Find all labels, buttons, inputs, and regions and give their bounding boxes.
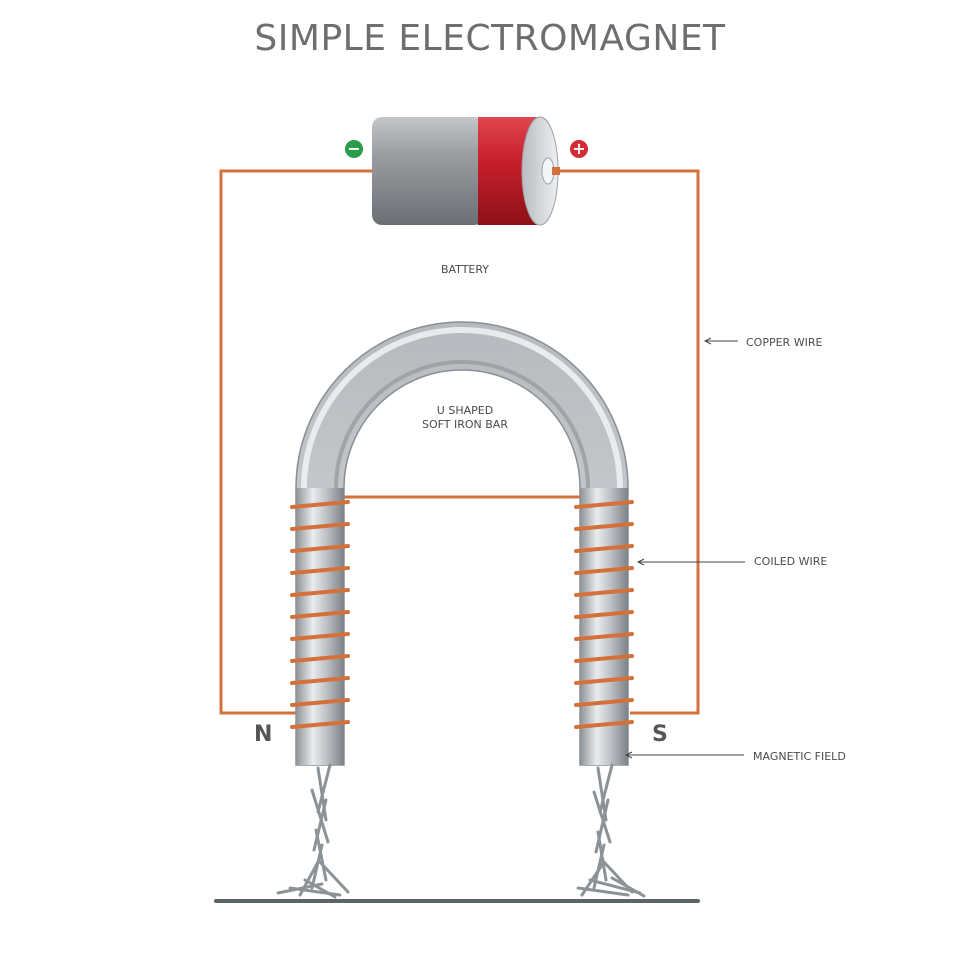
coiled-wire-right xyxy=(574,500,634,729)
battery xyxy=(372,116,560,226)
battery-label: BATTERY xyxy=(440,263,490,276)
copper-wire-left xyxy=(219,169,372,715)
magnetic-field-label: MAGNETIC FIELD xyxy=(753,750,846,763)
south-pole-label: S xyxy=(652,722,668,747)
iron-filings-right xyxy=(576,763,646,898)
copper-wire-right xyxy=(556,169,700,715)
pointer-arrows xyxy=(624,337,745,759)
positive-terminal-icon: + xyxy=(570,140,588,158)
diagram-title: SIMPLE ELECTROMAGNET xyxy=(254,18,726,59)
iron-bar-label-line1: U SHAPED xyxy=(436,404,494,417)
iron-bar-label-line2: SOFT IRON BAR xyxy=(422,418,508,431)
coiled-wire-label: COILED WIRE xyxy=(754,555,828,568)
soft-iron-bar xyxy=(295,321,629,766)
copper-wire-label: COPPER WIRE xyxy=(746,336,823,349)
coiled-wire-left xyxy=(290,500,350,729)
copper-wire-circuit xyxy=(219,169,700,715)
north-pole-label: N xyxy=(254,722,273,747)
negative-terminal-icon: − xyxy=(345,140,363,158)
iron-filings-left xyxy=(276,763,350,899)
